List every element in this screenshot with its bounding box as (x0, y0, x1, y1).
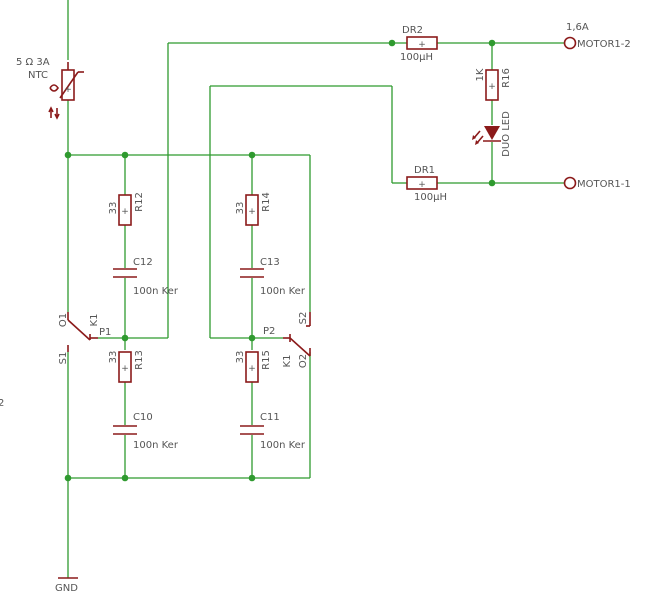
capacitor-c11 (240, 425, 264, 435)
dr1-name-label: DR1 (414, 165, 435, 176)
c12-value-label: 100n Ker (133, 286, 179, 297)
r12-value-label: 33 (108, 202, 119, 215)
r16-value-label: 1K (475, 68, 486, 81)
p2-label: P2 (263, 326, 275, 337)
motor-terminal-b (563, 176, 577, 190)
r13-name-label: R13 (134, 350, 145, 370)
led-label: DUO LED (501, 111, 512, 157)
gnd-label: GND (55, 583, 78, 593)
dr2-value-label: 100µH (400, 52, 433, 63)
c10-value-label: 100n Ker (133, 440, 179, 451)
s2-label: S2 (298, 312, 309, 325)
r13-value-label: 33 (108, 351, 119, 364)
edge-mark-label: 2 (0, 398, 4, 409)
resistor-r15: + (245, 351, 259, 383)
svg-text:+: + (121, 364, 129, 374)
capacitor-c10 (113, 425, 137, 435)
motor-a-label: MOTOR1-2 (577, 39, 631, 50)
c12-name-label: C12 (133, 257, 153, 268)
svg-text:+: + (64, 85, 72, 95)
dr1-value-label: 100µH (414, 192, 447, 203)
r15-value-label: 33 (235, 351, 246, 364)
ntc-rating-label: 5 Ω 3A (16, 57, 50, 68)
inductor-dr1: + (406, 176, 438, 190)
o1-label: O1 (58, 313, 69, 327)
ntc-thermistor: + (48, 62, 84, 120)
dr2-name-label: DR2 (402, 25, 423, 36)
motor-terminal-a (563, 36, 577, 50)
o2-label: O2 (298, 354, 309, 368)
svg-text:+: + (488, 82, 496, 92)
capacitor-c13 (240, 268, 264, 278)
c13-value-label: 100n Ker (260, 286, 306, 297)
resistor-r14: + (245, 194, 259, 226)
r15-name-label: R15 (261, 350, 272, 370)
k1-right-label: K1 (282, 355, 293, 368)
c11-name-label: C11 (260, 412, 280, 423)
relay-k1-right-contact (283, 312, 311, 357)
inductor-dr2: + (406, 36, 438, 50)
k1-left-label: K1 (89, 314, 100, 327)
svg-text:+: + (418, 40, 426, 50)
p1-label: P1 (99, 327, 111, 338)
motor-b-label: MOTOR1-1 (577, 179, 631, 190)
resistor-r16: + (485, 69, 499, 101)
current-label: 1,6A (566, 22, 589, 33)
s1-label: S1 (58, 352, 69, 365)
c10-name-label: C10 (133, 412, 153, 423)
duo-led (472, 126, 501, 145)
capacitor-c12 (113, 268, 137, 278)
svg-text:+: + (121, 207, 129, 217)
r12-name-label: R12 (134, 192, 145, 212)
resistor-r13: + (118, 351, 132, 383)
ntc-name-label: NTC (28, 70, 48, 81)
svg-text:+: + (418, 180, 426, 190)
svg-text:+: + (248, 207, 256, 217)
wires (67, 0, 565, 578)
resistor-r12: + (118, 194, 132, 226)
r14-name-label: R14 (261, 192, 272, 212)
relay-k1-left-contact (67, 312, 98, 352)
c13-name-label: C13 (260, 257, 280, 268)
svg-text:+: + (248, 364, 256, 374)
junctions (64, 39, 496, 482)
r16-name-label: R16 (501, 68, 512, 88)
r14-value-label: 33 (235, 202, 246, 215)
c11-value-label: 100n Ker (260, 440, 306, 451)
